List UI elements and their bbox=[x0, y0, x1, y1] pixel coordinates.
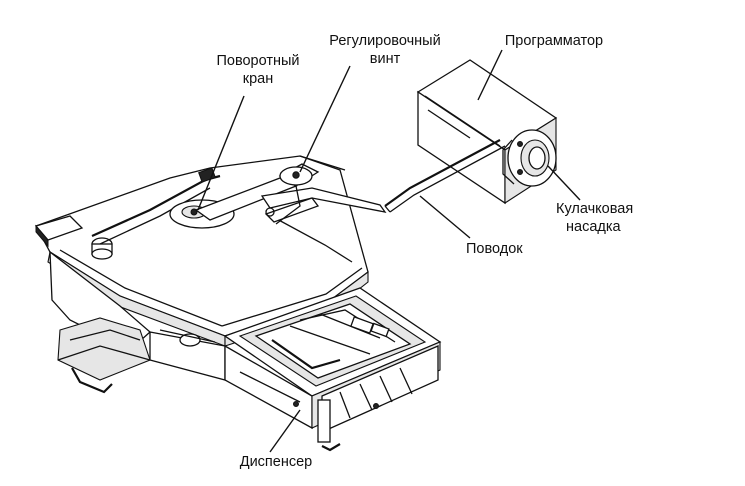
label-programmer: Программатор bbox=[494, 32, 614, 50]
label-lever-text: Поводок bbox=[466, 241, 523, 257]
lever-rod bbox=[384, 139, 506, 213]
label-cam-attachment: Кулачковая насадка bbox=[556, 200, 660, 236]
dispenser-drawer bbox=[223, 287, 442, 452]
label-adjusting-screw-line2: винт bbox=[369, 51, 401, 67]
label-dispenser: Диспенсер bbox=[226, 453, 326, 471]
label-rotary-valve: Поворотный кран bbox=[198, 52, 318, 88]
label-cam-attachment-line2: насадка bbox=[566, 219, 621, 235]
label-rotary-valve-line1: Поворотный bbox=[216, 53, 300, 69]
label-dispenser-text: Диспенсер bbox=[239, 454, 313, 470]
leader-lever bbox=[419, 195, 471, 239]
cam-attachment bbox=[502, 129, 557, 187]
leader-adjusting-screw bbox=[299, 65, 351, 173]
label-programmer-text: Программатор bbox=[504, 33, 604, 49]
label-lever: Поводок bbox=[466, 240, 546, 258]
leader-dispenser bbox=[269, 409, 301, 453]
label-cam-attachment-line1: Кулачковая bbox=[556, 201, 634, 217]
programmer-unit bbox=[416, 59, 558, 205]
label-adjusting-screw: Регулировочный винт bbox=[318, 32, 452, 68]
leader-rotary-valve bbox=[197, 95, 245, 211]
leader-programmer bbox=[477, 49, 503, 101]
label-rotary-valve-line2: кран bbox=[242, 71, 274, 87]
label-adjusting-screw-line1: Регулировочный bbox=[329, 33, 441, 49]
linkage-arms bbox=[194, 163, 387, 225]
leader-cam-attachment bbox=[547, 165, 581, 201]
